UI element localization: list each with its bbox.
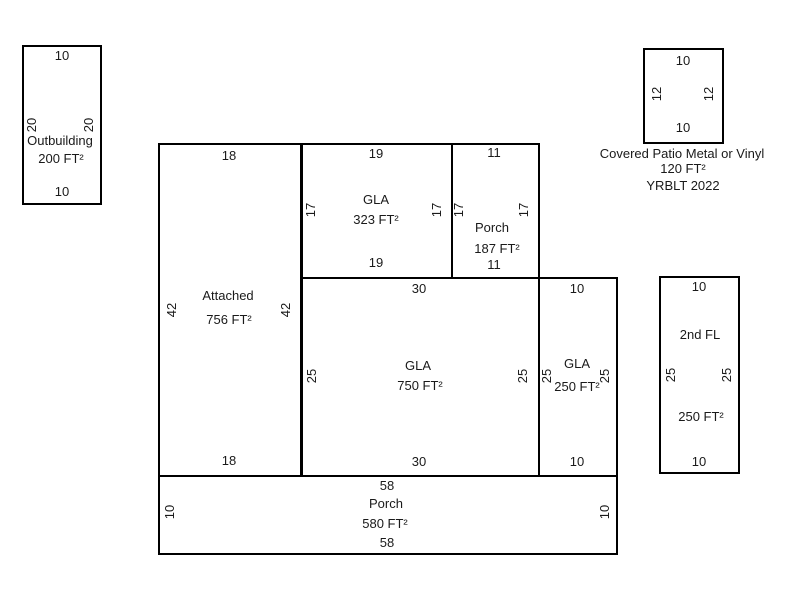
area-label: Porch xyxy=(369,496,403,511)
area-outbuilding[interactable] xyxy=(22,45,102,205)
area-size: 250 FT² xyxy=(554,379,600,394)
dim-left: 17 xyxy=(451,202,466,218)
dim-bottom: 11 xyxy=(487,257,501,272)
area-label: Attached xyxy=(202,288,254,303)
dim-top: 18 xyxy=(221,148,237,163)
dim-top: 11 xyxy=(487,145,501,160)
dim-top: 10 xyxy=(675,53,691,68)
dim-right: 17 xyxy=(516,202,531,218)
dim-left: 25 xyxy=(539,368,554,384)
dim-bottom: 18 xyxy=(221,453,237,468)
area-size: 187 FT² xyxy=(474,241,520,256)
area-size: 250 FT² xyxy=(678,409,724,424)
dim-top: 58 xyxy=(379,478,395,493)
dim-top: 10 xyxy=(569,281,585,296)
dim-left: 12 xyxy=(649,86,664,102)
area-label: Outbuilding xyxy=(27,133,93,148)
dim-left: 25 xyxy=(663,367,678,383)
dim-bottom: 10 xyxy=(569,454,585,469)
dim-top: 10 xyxy=(691,279,707,294)
area-label: GLA xyxy=(362,192,390,207)
area-label: GLA xyxy=(404,358,432,373)
area-porch-bottom[interactable] xyxy=(158,475,618,555)
dim-right: 12 xyxy=(701,86,716,102)
dim-top: 19 xyxy=(368,146,384,161)
area-size: 580 FT² xyxy=(362,516,408,531)
dim-left: 10 xyxy=(162,504,177,520)
dim-bottom: 10 xyxy=(691,454,707,469)
dim-left: 42 xyxy=(164,302,179,318)
area-size: 323 FT² xyxy=(353,212,399,227)
area-label: 2nd FL xyxy=(679,327,721,342)
year-built: YRBLT 2022 xyxy=(646,178,720,193)
area-covered-patio[interactable] xyxy=(643,48,724,144)
dim-bottom: 58 xyxy=(379,535,395,550)
dim-left: 25 xyxy=(304,368,319,384)
area-label: Porch xyxy=(475,220,509,235)
dim-bottom: 30 xyxy=(411,454,427,469)
area-gla-main[interactable] xyxy=(300,277,540,477)
dim-right: 10 xyxy=(597,504,612,520)
area-size: 756 FT² xyxy=(206,312,252,327)
dim-right: 25 xyxy=(515,368,530,384)
dim-right: 20 xyxy=(81,117,96,133)
area-label: Covered Patio Metal or Vinyl xyxy=(599,146,765,161)
dim-bottom: 19 xyxy=(368,255,384,270)
dim-bottom: 10 xyxy=(54,184,70,199)
area-second-floor[interactable] xyxy=(659,276,740,474)
dim-left: 17 xyxy=(303,202,318,218)
dim-right: 25 xyxy=(719,367,734,383)
dim-right: 17 xyxy=(429,202,444,218)
area-size: 120 FT² xyxy=(660,161,706,176)
area-size: 200 FT² xyxy=(38,151,84,166)
area-size: 750 FT² xyxy=(397,378,443,393)
dim-left: 20 xyxy=(24,117,39,133)
dim-top: 10 xyxy=(54,48,70,63)
dim-top: 30 xyxy=(411,281,427,296)
area-label: GLA xyxy=(563,356,591,371)
dim-right: 42 xyxy=(278,302,293,318)
dim-bottom: 10 xyxy=(675,120,691,135)
